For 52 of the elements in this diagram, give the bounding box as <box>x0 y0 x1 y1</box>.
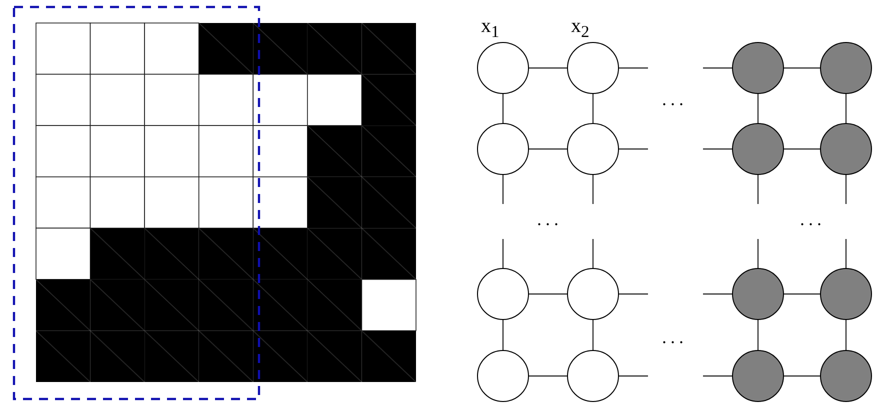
edge-line <box>529 375 567 377</box>
variable-label: x$_{1}$ <box>481 16 500 42</box>
edge-line <box>529 148 567 150</box>
node-circle <box>477 350 529 402</box>
edge-line <box>845 94 847 123</box>
node-circle <box>567 268 619 320</box>
node-circle <box>732 42 784 94</box>
node-circle <box>820 42 872 94</box>
edge-line <box>502 175 504 204</box>
edge-line <box>703 293 732 295</box>
edge-line <box>845 239 847 268</box>
edge-line <box>619 67 648 69</box>
ellipsis: ... <box>662 330 688 344</box>
edge-line <box>502 239 504 268</box>
edge-line <box>784 67 820 69</box>
edge-line <box>757 94 759 123</box>
edge-line <box>592 175 594 204</box>
variable-label: x$_{2}$ <box>571 16 590 42</box>
node-circle <box>567 123 619 175</box>
node-circle <box>477 268 529 320</box>
node-circle <box>732 123 784 175</box>
edge-line <box>845 175 847 204</box>
edge-line <box>703 67 732 69</box>
edge-line <box>784 293 820 295</box>
edge-line <box>502 94 504 123</box>
edge-line <box>592 320 594 350</box>
node-circle <box>820 350 872 402</box>
edge-line <box>619 148 648 150</box>
edge-line <box>703 148 732 150</box>
edge-line <box>757 175 759 204</box>
edge-line <box>529 67 567 69</box>
edge-line <box>757 239 759 268</box>
edge-line <box>784 375 820 377</box>
node-circle <box>732 350 784 402</box>
edge-line <box>529 293 567 295</box>
edge-line <box>619 293 648 295</box>
edge-line <box>619 375 648 377</box>
node-circle <box>820 268 872 320</box>
edge-line <box>502 320 504 350</box>
edge-line <box>845 320 847 350</box>
node-circle <box>732 268 784 320</box>
edge-line <box>784 148 820 150</box>
node-circle <box>820 123 872 175</box>
edge-line <box>592 94 594 123</box>
ellipsis: ... <box>800 212 826 226</box>
ellipsis: ... <box>662 92 688 106</box>
node-circle <box>567 350 619 402</box>
edge-line <box>703 375 732 377</box>
node-circle <box>477 123 529 175</box>
edge-line <box>592 239 594 268</box>
edge-line <box>757 320 759 350</box>
ellipsis: ... <box>537 212 562 226</box>
